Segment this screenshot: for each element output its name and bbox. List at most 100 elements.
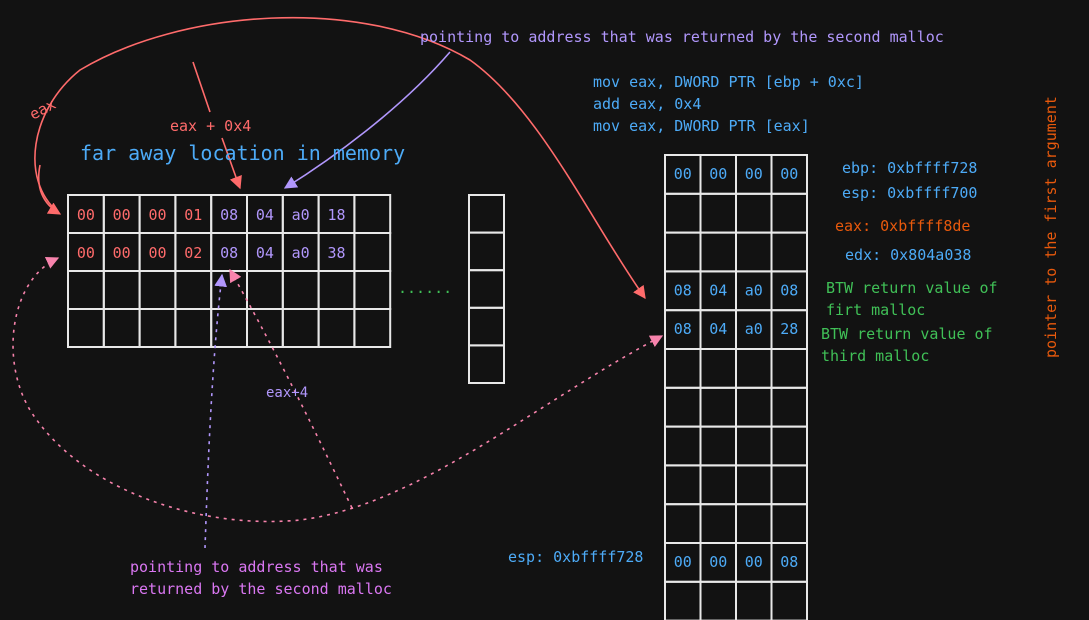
stack-cell <box>664 348 702 389</box>
bottom-pointer-note-line1: pointing to address that was <box>130 558 383 576</box>
stack-cell <box>735 425 773 467</box>
asm-line-2: add eax, 0x4 <box>593 95 701 113</box>
memory-cell <box>317 270 356 310</box>
stack-cell <box>770 231 808 273</box>
eax-entry-arrow <box>38 164 62 215</box>
asm-line-3: mov eax, DWORD PTR [eax] <box>593 117 810 135</box>
stack-cell <box>664 231 702 273</box>
stack-cell <box>770 503 808 545</box>
edx-register: edx: 0x804a038 <box>845 246 971 264</box>
memory-byte: 00 <box>113 206 131 224</box>
stack-byte: 00 <box>674 553 692 571</box>
stack-byte: a0 <box>745 320 763 338</box>
stack-byte: a0 <box>745 281 763 299</box>
stack-byte: 00 <box>745 165 763 183</box>
eax-plus-0x4-label: eax + 0x4 <box>170 117 251 135</box>
eax-plus-0x4-arrow <box>221 137 242 190</box>
memory-cell <box>353 194 392 234</box>
column-cell <box>468 344 505 384</box>
third-malloc-loop-arrow <box>12 256 664 523</box>
stack-cell <box>735 348 773 389</box>
memory-cell <box>210 270 248 310</box>
eax-plus-4-label: eax+4 <box>266 385 308 401</box>
stack-byte: 00 <box>780 165 798 183</box>
memory-cell <box>138 270 177 310</box>
memory-byte: 00 <box>113 244 131 262</box>
stack-cell <box>664 425 702 467</box>
stack-byte: 08 <box>780 281 798 299</box>
memory-byte: 00 <box>77 206 95 224</box>
column-cell <box>468 269 505 309</box>
memory-cell <box>174 270 213 310</box>
second-malloc-pointer-arrow <box>283 51 451 189</box>
memory-byte: 18 <box>327 206 345 224</box>
stack-cell <box>664 464 702 506</box>
stack-cell <box>735 386 773 428</box>
memory-cell <box>317 308 356 348</box>
asm-line-1: mov eax, DWORD PTR [ebp + 0xc] <box>593 73 864 91</box>
stack-cell <box>664 386 702 428</box>
memory-byte: 08 <box>220 244 238 262</box>
memory-byte: 01 <box>184 206 202 224</box>
stack-cell <box>770 192 808 234</box>
memory-byte: 00 <box>148 244 166 262</box>
memory-byte: 00 <box>148 206 166 224</box>
first-malloc-note-line2: firt malloc <box>826 301 925 319</box>
stack-byte: 04 <box>709 281 727 299</box>
memory-cell <box>67 270 105 310</box>
side-note: pointer to the first argument <box>1042 96 1060 358</box>
memory-cell <box>281 308 320 348</box>
memory-byte: 00 <box>77 244 95 262</box>
stack-cell <box>699 503 737 545</box>
column-cell <box>468 231 505 272</box>
memory-cell <box>353 232 392 272</box>
stack-cell <box>735 503 773 545</box>
memory-cell <box>281 270 320 310</box>
memory-byte: 04 <box>256 244 274 262</box>
memory-cell <box>138 308 177 348</box>
memory-cell <box>246 270 284 310</box>
bottom-pointer-arrow <box>204 273 228 549</box>
memory-byte: 02 <box>184 244 202 262</box>
stack-cell <box>770 348 808 389</box>
memory-byte: a0 <box>292 244 310 262</box>
top-pointer-note: pointing to address that was returned by… <box>420 28 944 46</box>
stack-byte: 00 <box>745 553 763 571</box>
column-cell <box>468 194 505 234</box>
stack-cell <box>664 580 702 620</box>
memory-cell <box>67 308 105 348</box>
column-cell <box>468 306 505 347</box>
stack-cell <box>699 192 737 234</box>
stack-cell <box>770 580 808 620</box>
stack-cell <box>735 192 773 234</box>
third-malloc-note-line2: third malloc <box>821 347 929 365</box>
memory-byte: 08 <box>220 206 238 224</box>
dots-label: ...... <box>398 279 452 297</box>
esp-register: esp: 0xbffff700 <box>842 184 977 202</box>
stack-byte: 00 <box>674 165 692 183</box>
far-away-label: far away location in memory <box>80 141 405 165</box>
stack-column <box>664 154 808 620</box>
stack-byte: 00 <box>709 165 727 183</box>
stack-cell <box>770 425 808 467</box>
memory-column <box>468 194 505 384</box>
eax-plus-0x4-tick <box>192 61 211 113</box>
stack-cell <box>735 464 773 506</box>
stack-cell <box>699 580 737 620</box>
eax-arrow <box>34 16 646 300</box>
stack-cell <box>699 348 737 389</box>
memory-byte: a0 <box>292 206 310 224</box>
stack-byte: 28 <box>780 320 798 338</box>
memory-cell <box>102 270 141 310</box>
memory-cell <box>353 308 392 348</box>
stack-cell <box>770 386 808 428</box>
stack-byte: 08 <box>674 281 692 299</box>
stack-cell <box>735 231 773 273</box>
stack-cell <box>699 386 737 428</box>
third-malloc-note-line1: BTW return value of <box>821 325 993 343</box>
stack-cell <box>770 464 808 506</box>
stack-byte: 08 <box>674 320 692 338</box>
bottom-pointer-note-line2: returned by the second malloc <box>130 580 392 598</box>
stack-cell <box>664 503 702 545</box>
